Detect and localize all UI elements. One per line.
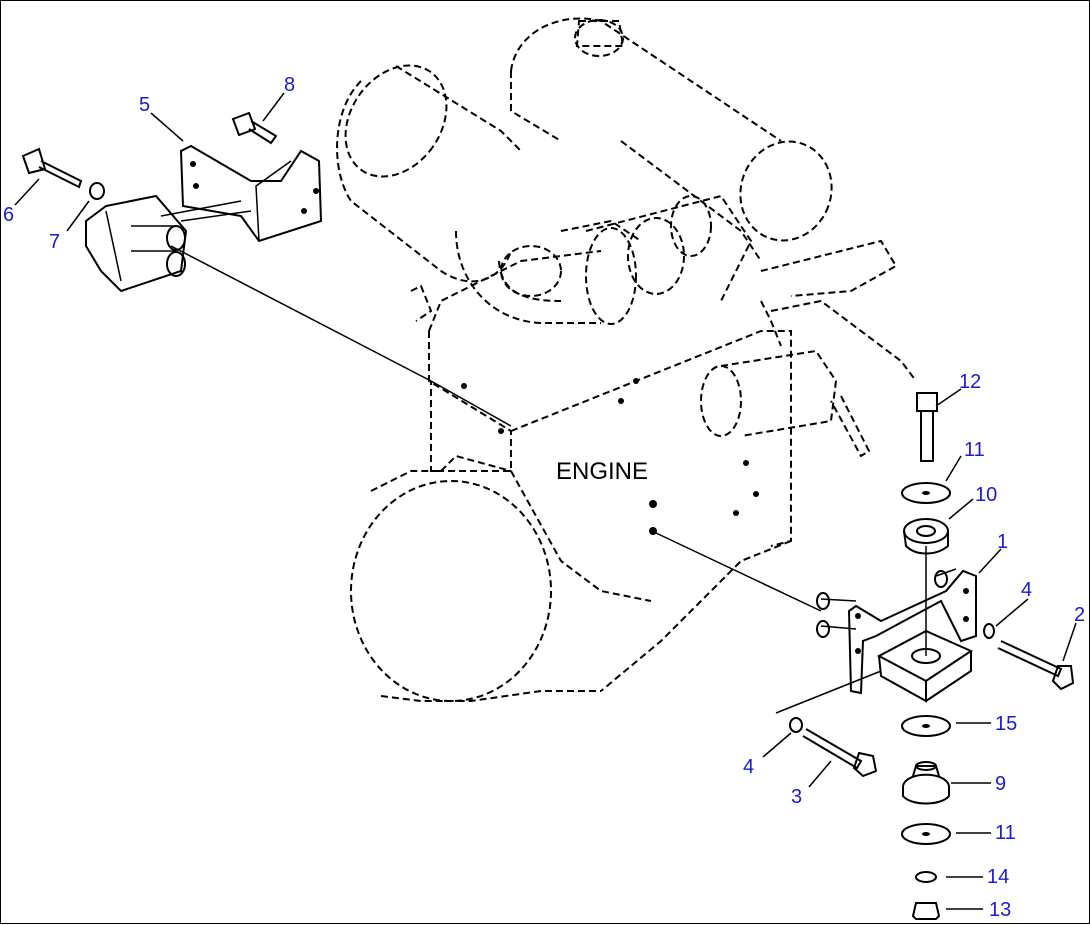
callout-15: 15 [995, 713, 1017, 735]
callout-10: 10 [975, 484, 997, 506]
callout-11-bottom: 11 [995, 822, 1016, 844]
engine-body [336, 17, 917, 702]
callout-7: 7 [49, 231, 60, 253]
callout-6: 6 [3, 204, 14, 226]
callout-9: 9 [995, 773, 1006, 795]
callout-8: 8 [284, 74, 295, 96]
callout-14: 14 [987, 866, 1009, 888]
engine-label: ENGINE [556, 458, 648, 485]
rear-mount-assembly [21, 111, 512, 427]
callout-3: 3 [791, 786, 802, 808]
callout-4-right: 4 [1021, 579, 1032, 601]
callout-numbers: 5 8 6 7 12 11 10 1 4 2 15 9 11 14 13 4 3 [3, 74, 1085, 921]
callout-5: 5 [139, 94, 150, 116]
callout-1: 1 [997, 531, 1008, 553]
callout-11-top: 11 [964, 439, 985, 461]
callout-2: 2 [1074, 604, 1085, 626]
callout-4-left: 4 [743, 756, 754, 778]
callout-12: 12 [959, 371, 981, 393]
callout-13: 13 [989, 899, 1011, 921]
front-mount-assembly [655, 392, 1075, 920]
leader-lines [14, 92, 1077, 910]
